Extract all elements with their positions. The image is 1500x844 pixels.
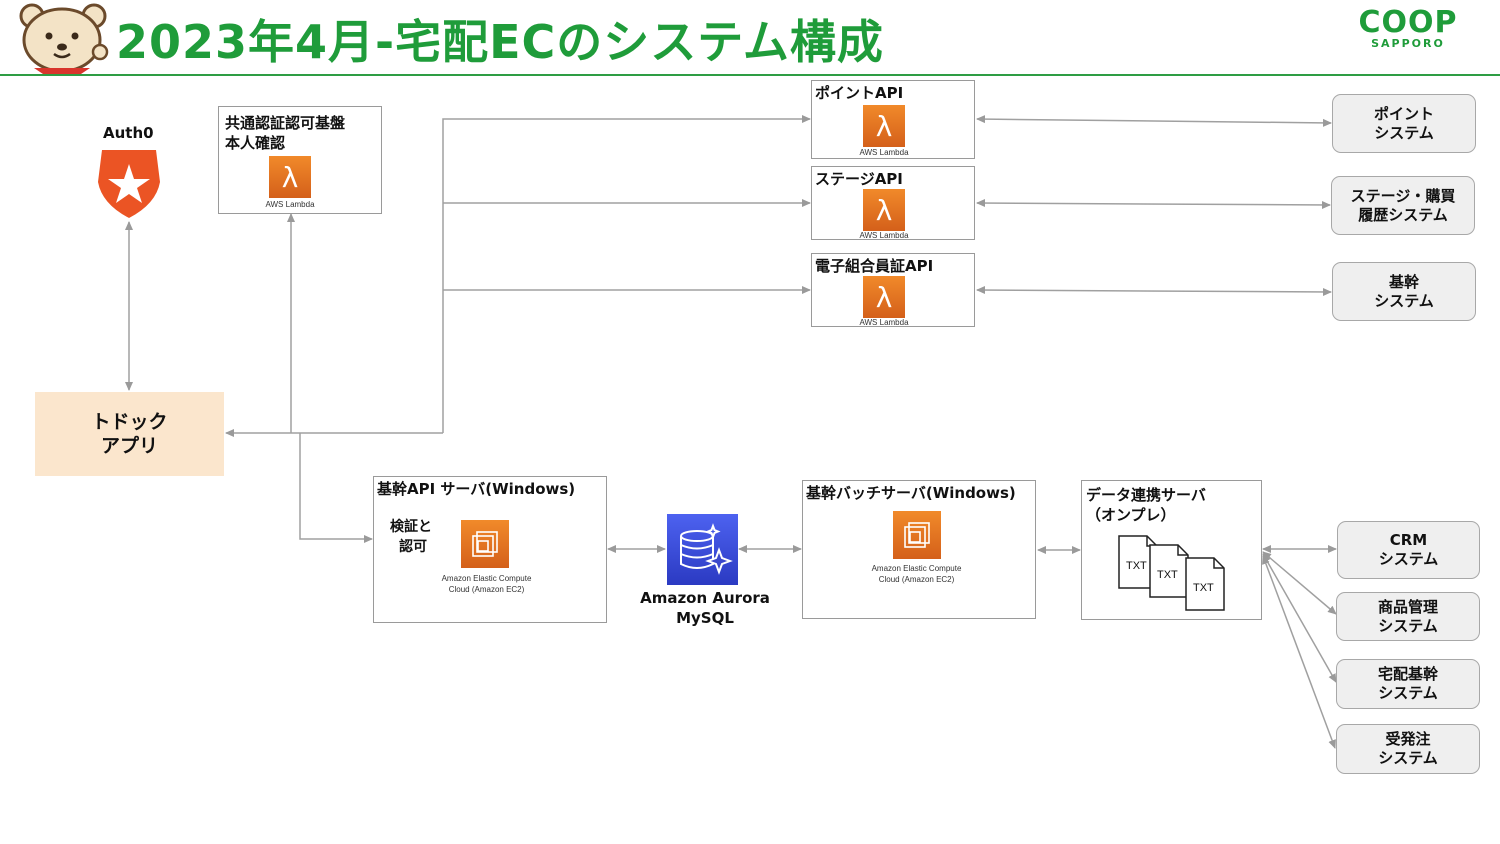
lambda-icon: λ <box>863 189 905 231</box>
aurora-label: Amazon Aurora MySQL <box>636 588 774 628</box>
ec2-caption: Amazon Elastic Compute Cloud (Amazon EC2… <box>849 563 984 585</box>
ext-label-line1: 商品管理 <box>1377 597 1438 616</box>
ec2-caption-line1: Amazon Elastic Compute <box>871 564 962 573</box>
ec2-icon <box>893 511 941 559</box>
member-card-api-title: 電子組合員証API <box>815 257 934 275</box>
lambda-caption: AWS Lambda <box>265 200 315 209</box>
auth-box-title-line1: 共通認証認可基盤 <box>225 114 346 132</box>
ext-label-line1: 受発注 <box>1385 730 1431 748</box>
txt-file-icon: TXT <box>1185 557 1225 611</box>
auth-note-line1: 検証と <box>390 519 432 535</box>
lambda-caption: AWS Lambda <box>859 318 909 327</box>
data-link-title-line2: （オンプレ） <box>1086 506 1176 524</box>
ext-label-line2: システム <box>1378 616 1438 635</box>
batch-server-box: 基幹バッチサーバ(Windows) Amazon Elastic Compute… <box>802 480 1036 619</box>
core-system-node: 基幹システム <box>1332 262 1476 321</box>
aurora-mysql-icon <box>667 514 738 585</box>
ec2-caption: Amazon Elastic Compute Cloud (Amazon EC2… <box>419 573 554 595</box>
svg-text:λ: λ <box>876 281 893 314</box>
point-system-node: ポイントシステム <box>1332 94 1476 153</box>
page-title: 2023年4月-宅配ECのシステム構成 <box>116 15 884 69</box>
core-api-server-title: 基幹API サーバ(Windows) <box>377 480 576 498</box>
aurora-label-line2: MySQL <box>676 609 734 627</box>
ec2-caption-line2: Cloud (Amazon EC2) <box>878 575 955 584</box>
auth-box-title-line2: 本人確認 <box>225 134 286 152</box>
batch-server-title: 基幹バッチサーバ(Windows) <box>806 484 1016 502</box>
bear-mascot-logo <box>12 2 112 76</box>
auth-note: 検証と 認可 <box>390 517 432 557</box>
txt-file-label: TXT <box>1193 582 1214 594</box>
app-label-line1: トドック <box>91 411 168 433</box>
logo-main-text: COOP <box>1358 5 1458 40</box>
ext-label-line2: システム <box>1374 291 1434 310</box>
data-link-server-title: データ連携サーバ （オンプレ） <box>1086 485 1206 525</box>
ec2-caption-line1: Amazon Elastic Compute <box>441 574 532 583</box>
order-system-node: 受発注システム <box>1336 724 1480 774</box>
core-api-server-box: 基幹API サーバ(Windows) 検証と 認可 Amazon Elastic… <box>373 476 607 623</box>
txt-file-icon: TXT <box>1118 535 1158 589</box>
lambda-icon: λ <box>863 276 905 318</box>
common-auth-box: 共通認証認可基盤 本人確認 λ AWS Lambda <box>218 106 382 214</box>
lambda-caption: AWS Lambda <box>859 148 909 157</box>
ext-label-line2: システム <box>1378 684 1438 702</box>
header-divider <box>0 74 1500 76</box>
auth-box-title: 共通認証認可基盤 本人確認 <box>225 113 345 153</box>
point-api-title: ポイントAPI <box>815 84 904 102</box>
ext-label-line1: CRM <box>1389 531 1428 549</box>
stage-history-system-node: ステージ・購買履歴システム <box>1331 176 1475 235</box>
ext-label-line1: ポイント <box>1373 104 1434 123</box>
txt-file-label: TXT <box>1157 569 1178 581</box>
point-api-box: ポイントAPI λ AWS Lambda <box>811 80 975 159</box>
lambda-caption: AWS Lambda <box>859 231 909 240</box>
ext-label-line2: システム <box>1378 749 1438 767</box>
txt-file-icon: TXT <box>1149 544 1189 598</box>
lambda-icon: λ <box>269 156 311 198</box>
member-card-api-box: 電子組合員証API λ AWS Lambda <box>811 253 975 327</box>
delivery-core-system-node: 宅配基幹システム <box>1336 659 1480 709</box>
stage-api-box: ステージAPI λ AWS Lambda <box>811 166 975 240</box>
product-management-system-node: 商品管理システム <box>1336 592 1480 641</box>
app-label-line2: アプリ <box>100 435 158 457</box>
logo-sub-text: SAPPORO <box>1371 37 1445 50</box>
stage-api-title: ステージAPI <box>815 170 903 188</box>
lambda-icon: λ <box>863 105 905 147</box>
ext-label-line2: システム <box>1374 123 1434 142</box>
ext-label-line2: 履歴システム <box>1358 205 1448 224</box>
aurora-label-line1: Amazon Aurora <box>640 589 770 607</box>
todock-app-node: トドック アプリ <box>35 392 224 476</box>
data-link-title-line1: データ連携サーバ <box>1086 486 1206 504</box>
svg-text:λ: λ <box>876 194 893 227</box>
txt-file-label: TXT <box>1126 560 1147 572</box>
ext-label-line1: 基幹 <box>1388 272 1419 291</box>
auth0-label: Auth0 <box>103 124 154 142</box>
svg-text:λ: λ <box>876 110 893 143</box>
ec2-caption-line2: Cloud (Amazon EC2) <box>448 585 525 594</box>
svg-text:λ: λ <box>282 161 299 194</box>
ext-label-line2: システム <box>1378 550 1439 568</box>
ec2-icon <box>461 520 509 568</box>
data-link-server-box: データ連携サーバ （オンプレ） TXT TXT TXT <box>1081 480 1262 620</box>
ext-label-line1: ステージ・購買 <box>1350 186 1456 205</box>
auth-note-line2: 認可 <box>399 539 427 555</box>
ext-label-line1: 宅配基幹 <box>1377 665 1438 683</box>
coop-sapporo-logo: COOP SAPPORO <box>1346 8 1470 50</box>
auth0-icon <box>96 148 162 220</box>
